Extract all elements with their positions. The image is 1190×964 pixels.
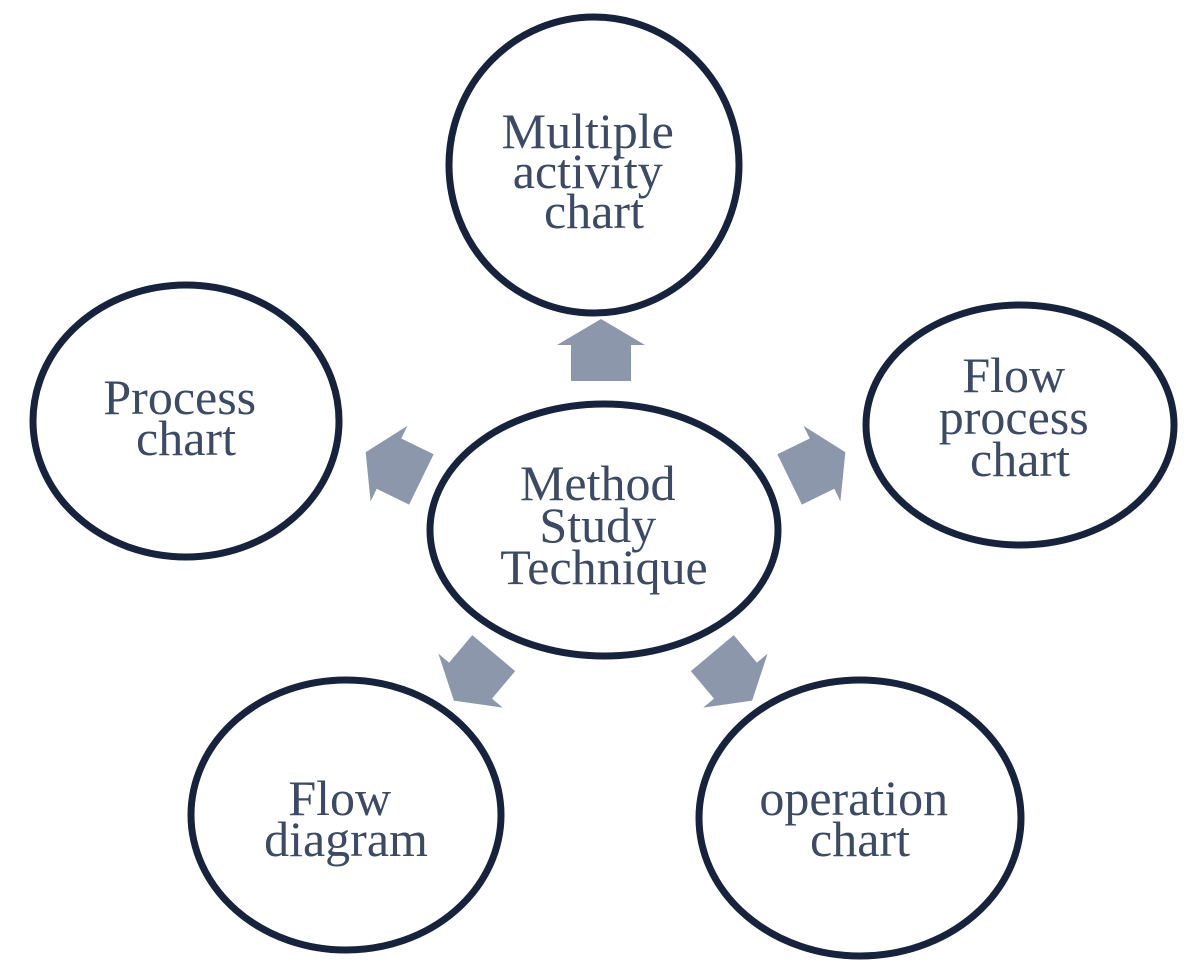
node-bottom-left-ellipse (187, 676, 505, 954)
node-right-line: chart (970, 431, 1070, 487)
arrow-to-right (777, 425, 846, 505)
arrow-right-icon (777, 425, 846, 505)
arrow-down-right-icon (690, 635, 768, 708)
node-right-label: Flow process chart (939, 347, 1101, 487)
node-bottom-left-line: diagram (264, 811, 428, 867)
node-center-line: Method (520, 455, 676, 511)
node-left-line: Process (103, 369, 256, 425)
node-bottom-right-line: operation (759, 770, 948, 826)
arrow-down-left-icon (438, 635, 516, 708)
node-bottom-right-label: operation chart (759, 770, 960, 867)
node-center-label: Method Study Technique (500, 455, 708, 595)
arrow-to-bottom-left (438, 635, 516, 708)
node-right: Flow process chart (862, 301, 1178, 549)
node-bottom-left-line: Flow (288, 770, 391, 826)
node-center-line: Study (539, 497, 656, 553)
node-center-line: Technique (500, 539, 708, 595)
node-left-label: Process chart (103, 369, 268, 466)
node-left-ellipse (29, 281, 343, 561)
arrow-to-bottom-right (690, 635, 768, 708)
node-center: Method Study Technique (426, 400, 782, 660)
node-center-ellipse (426, 400, 782, 660)
node-top-label: Multiple activity chart (502, 103, 687, 239)
node-left: Process chart (29, 281, 343, 561)
arrow-to-top (557, 319, 645, 381)
node-left-line: chart (136, 410, 236, 466)
node-top-line: activity (513, 143, 663, 199)
node-bottom-left-label: Flow diagram (264, 770, 428, 867)
node-right-line: Flow (962, 347, 1065, 403)
node-right-line: process (939, 389, 1089, 445)
arrow-to-left (365, 425, 434, 505)
node-bottom-left: Flow diagram (187, 676, 505, 954)
node-top: Multiple activity chart (445, 13, 743, 317)
node-top-line: Multiple (502, 103, 674, 159)
node-bottom-right: operation chart (695, 676, 1025, 960)
arrow-up-icon (557, 319, 645, 381)
node-bottom-right-line: chart (810, 811, 910, 867)
node-bottom-right-ellipse (695, 676, 1025, 960)
arrow-left-icon (365, 425, 434, 505)
node-top-ellipse (445, 13, 743, 317)
node-top-line: chart (544, 183, 644, 239)
node-right-ellipse (862, 301, 1178, 549)
